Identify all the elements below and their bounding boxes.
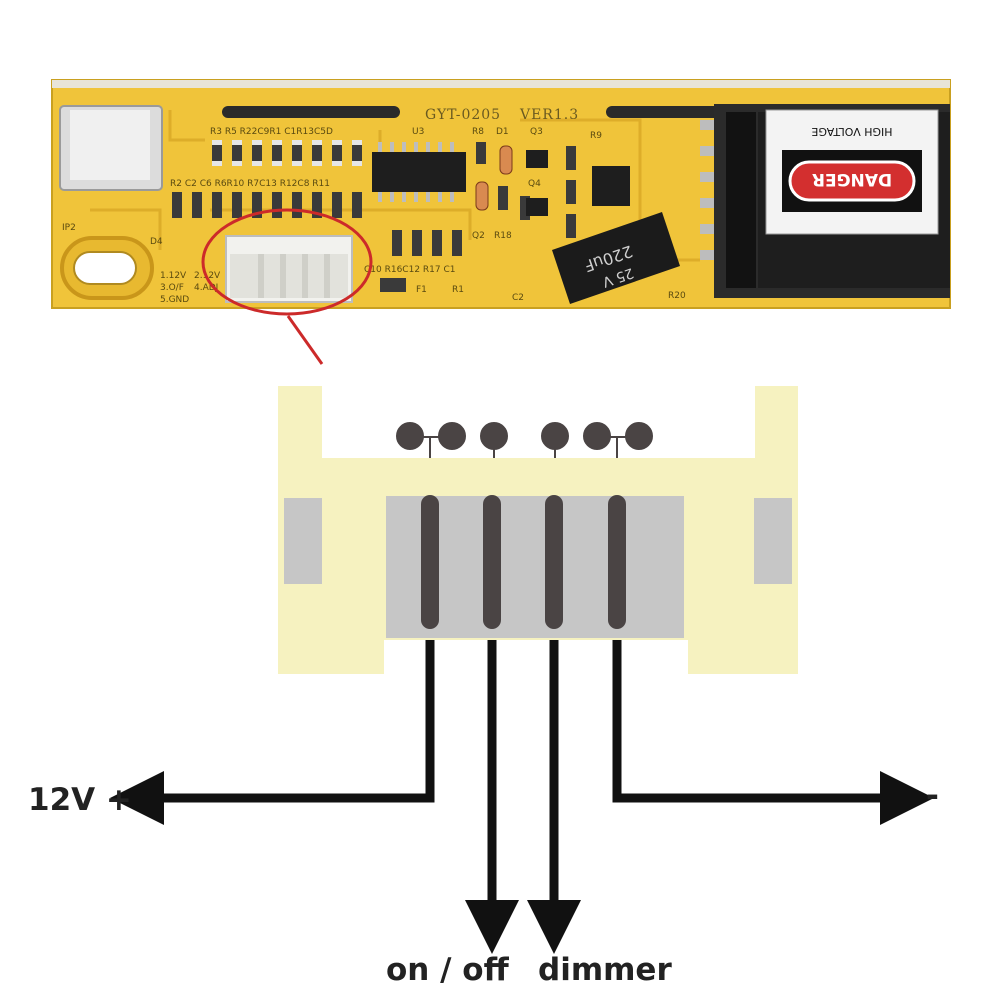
silk-d4: D4 <box>150 237 163 247</box>
transistor-q4 <box>526 198 548 216</box>
silk-q2: Q2 <box>472 231 485 241</box>
connector-highlight-pointer <box>286 315 324 365</box>
silk-pin-legend-2: 3.O/F <box>160 283 184 293</box>
pin-label-12v: 12V + <box>28 782 132 818</box>
danger-badge-text: DANGER <box>812 169 892 189</box>
pin-tab-markers <box>396 422 653 458</box>
silk-u3: U3 <box>412 127 424 137</box>
pcb-slot-right <box>606 106 722 118</box>
pcb-top-edge <box>52 80 950 88</box>
diode-d1 <box>499 145 513 175</box>
pin-label-dimmer: dimmer <box>538 952 672 988</box>
hv-transformer: HIGH VOLTAGE DANGER <box>700 104 950 298</box>
board-connector <box>225 235 353 303</box>
silk-r1: R1 <box>452 285 464 295</box>
silk-mid-row: R2 C2 C6 R6R10 R7C13 R12C8 R11 <box>170 179 330 189</box>
smd-components-top <box>172 140 576 292</box>
diode-d2 <box>475 181 489 211</box>
housing-side-slot-right <box>754 498 792 584</box>
silk-ip2: IP2 <box>62 223 76 233</box>
silk-r9: R9 <box>590 131 602 141</box>
silk-r20: R20 <box>668 291 686 301</box>
inverter-board: GYT-0205 VER1.3 R3 R5 R22C9R1 C1R13C5D U… <box>51 79 951 365</box>
mosfet-chip <box>592 166 630 206</box>
mounting-hole-inner <box>73 251 137 285</box>
connector-pins <box>421 495 626 629</box>
housing-side-slot-left <box>284 498 322 584</box>
silk-top-row: R3 R5 R22C9R1 C1R13C5D <box>210 127 333 137</box>
wire-12v <box>110 640 435 825</box>
connector-diagram: 12V + - on / off dimmer <box>28 386 939 988</box>
silk-pin-legend-5: 4.ADJ <box>194 283 218 293</box>
connector-highlight-circle <box>201 208 373 316</box>
silk-r8: R8 <box>472 127 484 137</box>
smd-pads <box>212 140 362 166</box>
danger-badge-oval <box>788 160 916 202</box>
silk-c2: C2 <box>512 293 524 303</box>
board-model-label: GYT-0205 <box>425 107 501 123</box>
wire-ground <box>612 640 934 825</box>
silk-f1: F1 <box>416 285 427 295</box>
silk-pin-legend-3: 5.GND <box>160 295 189 305</box>
pin-label-ground: - <box>926 778 939 814</box>
silk-bottom-row: C10 R16C12 R17 C1 <box>364 265 455 275</box>
ic-u3 <box>372 142 466 202</box>
silk-q3: Q3 <box>530 127 543 137</box>
board-version-label: VER1.3 <box>519 107 579 123</box>
pin-label-on-off: on / off <box>386 952 510 988</box>
board-switch-inner <box>70 110 150 180</box>
warning-header-text: HIGH VOLTAGE <box>811 125 892 138</box>
silk-pin-legend-1: 1.12V <box>160 271 187 281</box>
wires <box>110 640 934 954</box>
silk-q4: Q4 <box>528 179 541 189</box>
silk-r18: R18 <box>494 231 512 241</box>
pcb-slot-left <box>222 106 400 118</box>
silk-d1: D1 <box>496 127 509 137</box>
transistor-q3 <box>526 150 548 168</box>
